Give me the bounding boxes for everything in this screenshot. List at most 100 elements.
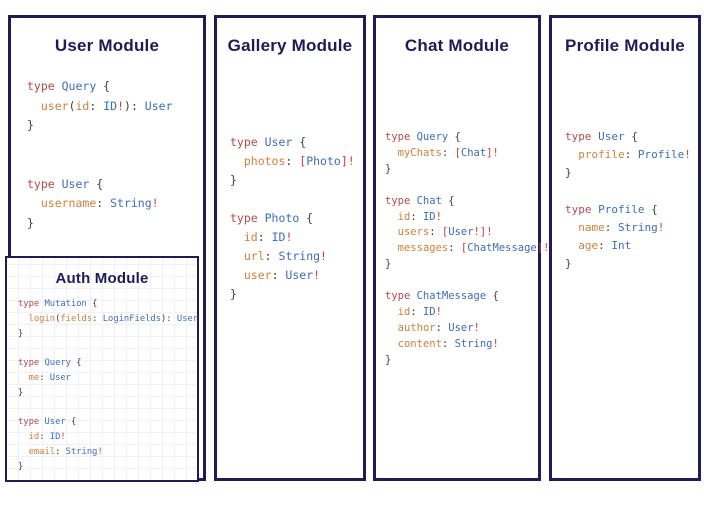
code-token: User xyxy=(448,321,474,334)
code-token: } xyxy=(27,118,34,132)
code-token: LoginFields xyxy=(102,313,162,324)
code-line xyxy=(385,178,538,194)
code-token: Photo xyxy=(264,211,300,225)
code-token: ] xyxy=(340,154,348,168)
code-token: ChatMessage xyxy=(467,242,537,255)
code-token: : xyxy=(92,313,103,324)
code-token: } xyxy=(230,173,237,187)
code-token: String xyxy=(618,221,658,235)
code-token: ! xyxy=(60,432,66,443)
code-block-auth-module: type Mutation { login(fields: LoginField… xyxy=(7,297,199,475)
code-token xyxy=(385,306,398,318)
code-token: User xyxy=(448,226,474,239)
code-line: name: String! xyxy=(565,219,698,237)
code-line: type Query { xyxy=(18,356,197,371)
code-line: type User { xyxy=(565,128,698,146)
code-line: content: String! xyxy=(385,337,538,353)
code-token: : xyxy=(271,268,286,282)
code-token: ( xyxy=(68,98,76,113)
code-token xyxy=(565,239,578,252)
code-line: email: String! xyxy=(18,445,197,460)
panel-chat-module: Chat Module type Query { myChats: [Chat]… xyxy=(373,15,549,481)
code-line: type Mutation { xyxy=(18,297,197,312)
code-token: String xyxy=(110,196,152,210)
code-token: login xyxy=(28,313,56,324)
code-line: type Query { xyxy=(27,77,203,97)
code-line: } xyxy=(385,162,538,178)
code-token: ! xyxy=(543,242,550,255)
code-token: type xyxy=(385,131,417,143)
panel-title: Auth Module xyxy=(55,270,149,287)
code-line: users: [User!]! xyxy=(385,225,538,241)
code-line: } xyxy=(27,116,203,136)
code-token: ! xyxy=(151,196,159,210)
code-token: [ xyxy=(441,226,449,239)
code-token xyxy=(18,432,29,442)
code-token: User xyxy=(44,417,66,428)
code-token: : xyxy=(39,432,50,443)
code-token: ChatMessage xyxy=(416,290,487,303)
code-token: Mutation xyxy=(44,299,87,309)
code-token: String xyxy=(454,337,493,350)
code-token xyxy=(230,268,244,282)
code-token xyxy=(385,338,398,350)
code-line xyxy=(385,273,538,289)
code-token: url xyxy=(243,249,265,263)
code-token: ID xyxy=(422,210,436,223)
code-token: [ xyxy=(299,154,307,168)
code-token: profile xyxy=(578,148,625,162)
code-token xyxy=(230,154,244,168)
code-token: email xyxy=(28,446,56,457)
panel-title: Gallery Module xyxy=(227,36,353,55)
code-token: User xyxy=(176,313,199,324)
code-line: user: User! xyxy=(230,266,363,285)
code-token xyxy=(385,211,398,223)
code-token: Profile xyxy=(637,148,685,162)
code-line: } xyxy=(18,386,197,401)
panel-title: User Module xyxy=(54,36,160,55)
code-token: : xyxy=(410,305,423,318)
code-line: } xyxy=(565,255,698,273)
code-token: { xyxy=(292,135,307,149)
code-token: ] xyxy=(479,226,487,239)
code-token: id xyxy=(28,432,40,443)
code-token: ! xyxy=(117,98,125,113)
code-token: id xyxy=(397,305,411,318)
code-line: id: ID! xyxy=(18,430,197,445)
code-token: { xyxy=(441,194,455,207)
code-token: type xyxy=(230,135,265,149)
code-token: : xyxy=(624,148,638,162)
code-token: myChats xyxy=(397,146,442,159)
code-token: ! xyxy=(435,305,442,318)
code-line: type User { xyxy=(18,415,197,430)
code-line xyxy=(27,155,203,175)
code-line: } xyxy=(230,285,363,304)
code-token: id xyxy=(243,230,258,244)
code-token: ] xyxy=(536,242,544,255)
code-token: { xyxy=(644,202,658,216)
code-token: Int xyxy=(611,239,632,253)
code-token: } xyxy=(18,387,24,398)
code-token: { xyxy=(486,290,499,303)
code-line: type Chat { xyxy=(385,194,538,210)
code-token: { xyxy=(70,358,82,369)
code-token: { xyxy=(65,417,77,428)
code-token: : xyxy=(257,230,272,244)
code-line: profile: Profile! xyxy=(565,146,698,164)
code-token: ): xyxy=(124,98,145,113)
code-token: type xyxy=(230,211,265,225)
code-token: Query xyxy=(61,79,97,93)
code-token: user xyxy=(243,268,272,282)
code-token: : xyxy=(429,226,442,239)
code-line: type Profile { xyxy=(565,201,698,219)
code-token: ID xyxy=(103,98,118,113)
code-token: Query xyxy=(44,358,71,369)
code-token: User xyxy=(49,372,71,383)
code-token: ! xyxy=(492,146,499,159)
code-token: [ xyxy=(454,146,461,159)
code-line: age: Int xyxy=(565,237,698,255)
code-token: ID xyxy=(422,305,436,318)
code-line: } xyxy=(565,164,698,182)
code-line: } xyxy=(385,353,538,369)
